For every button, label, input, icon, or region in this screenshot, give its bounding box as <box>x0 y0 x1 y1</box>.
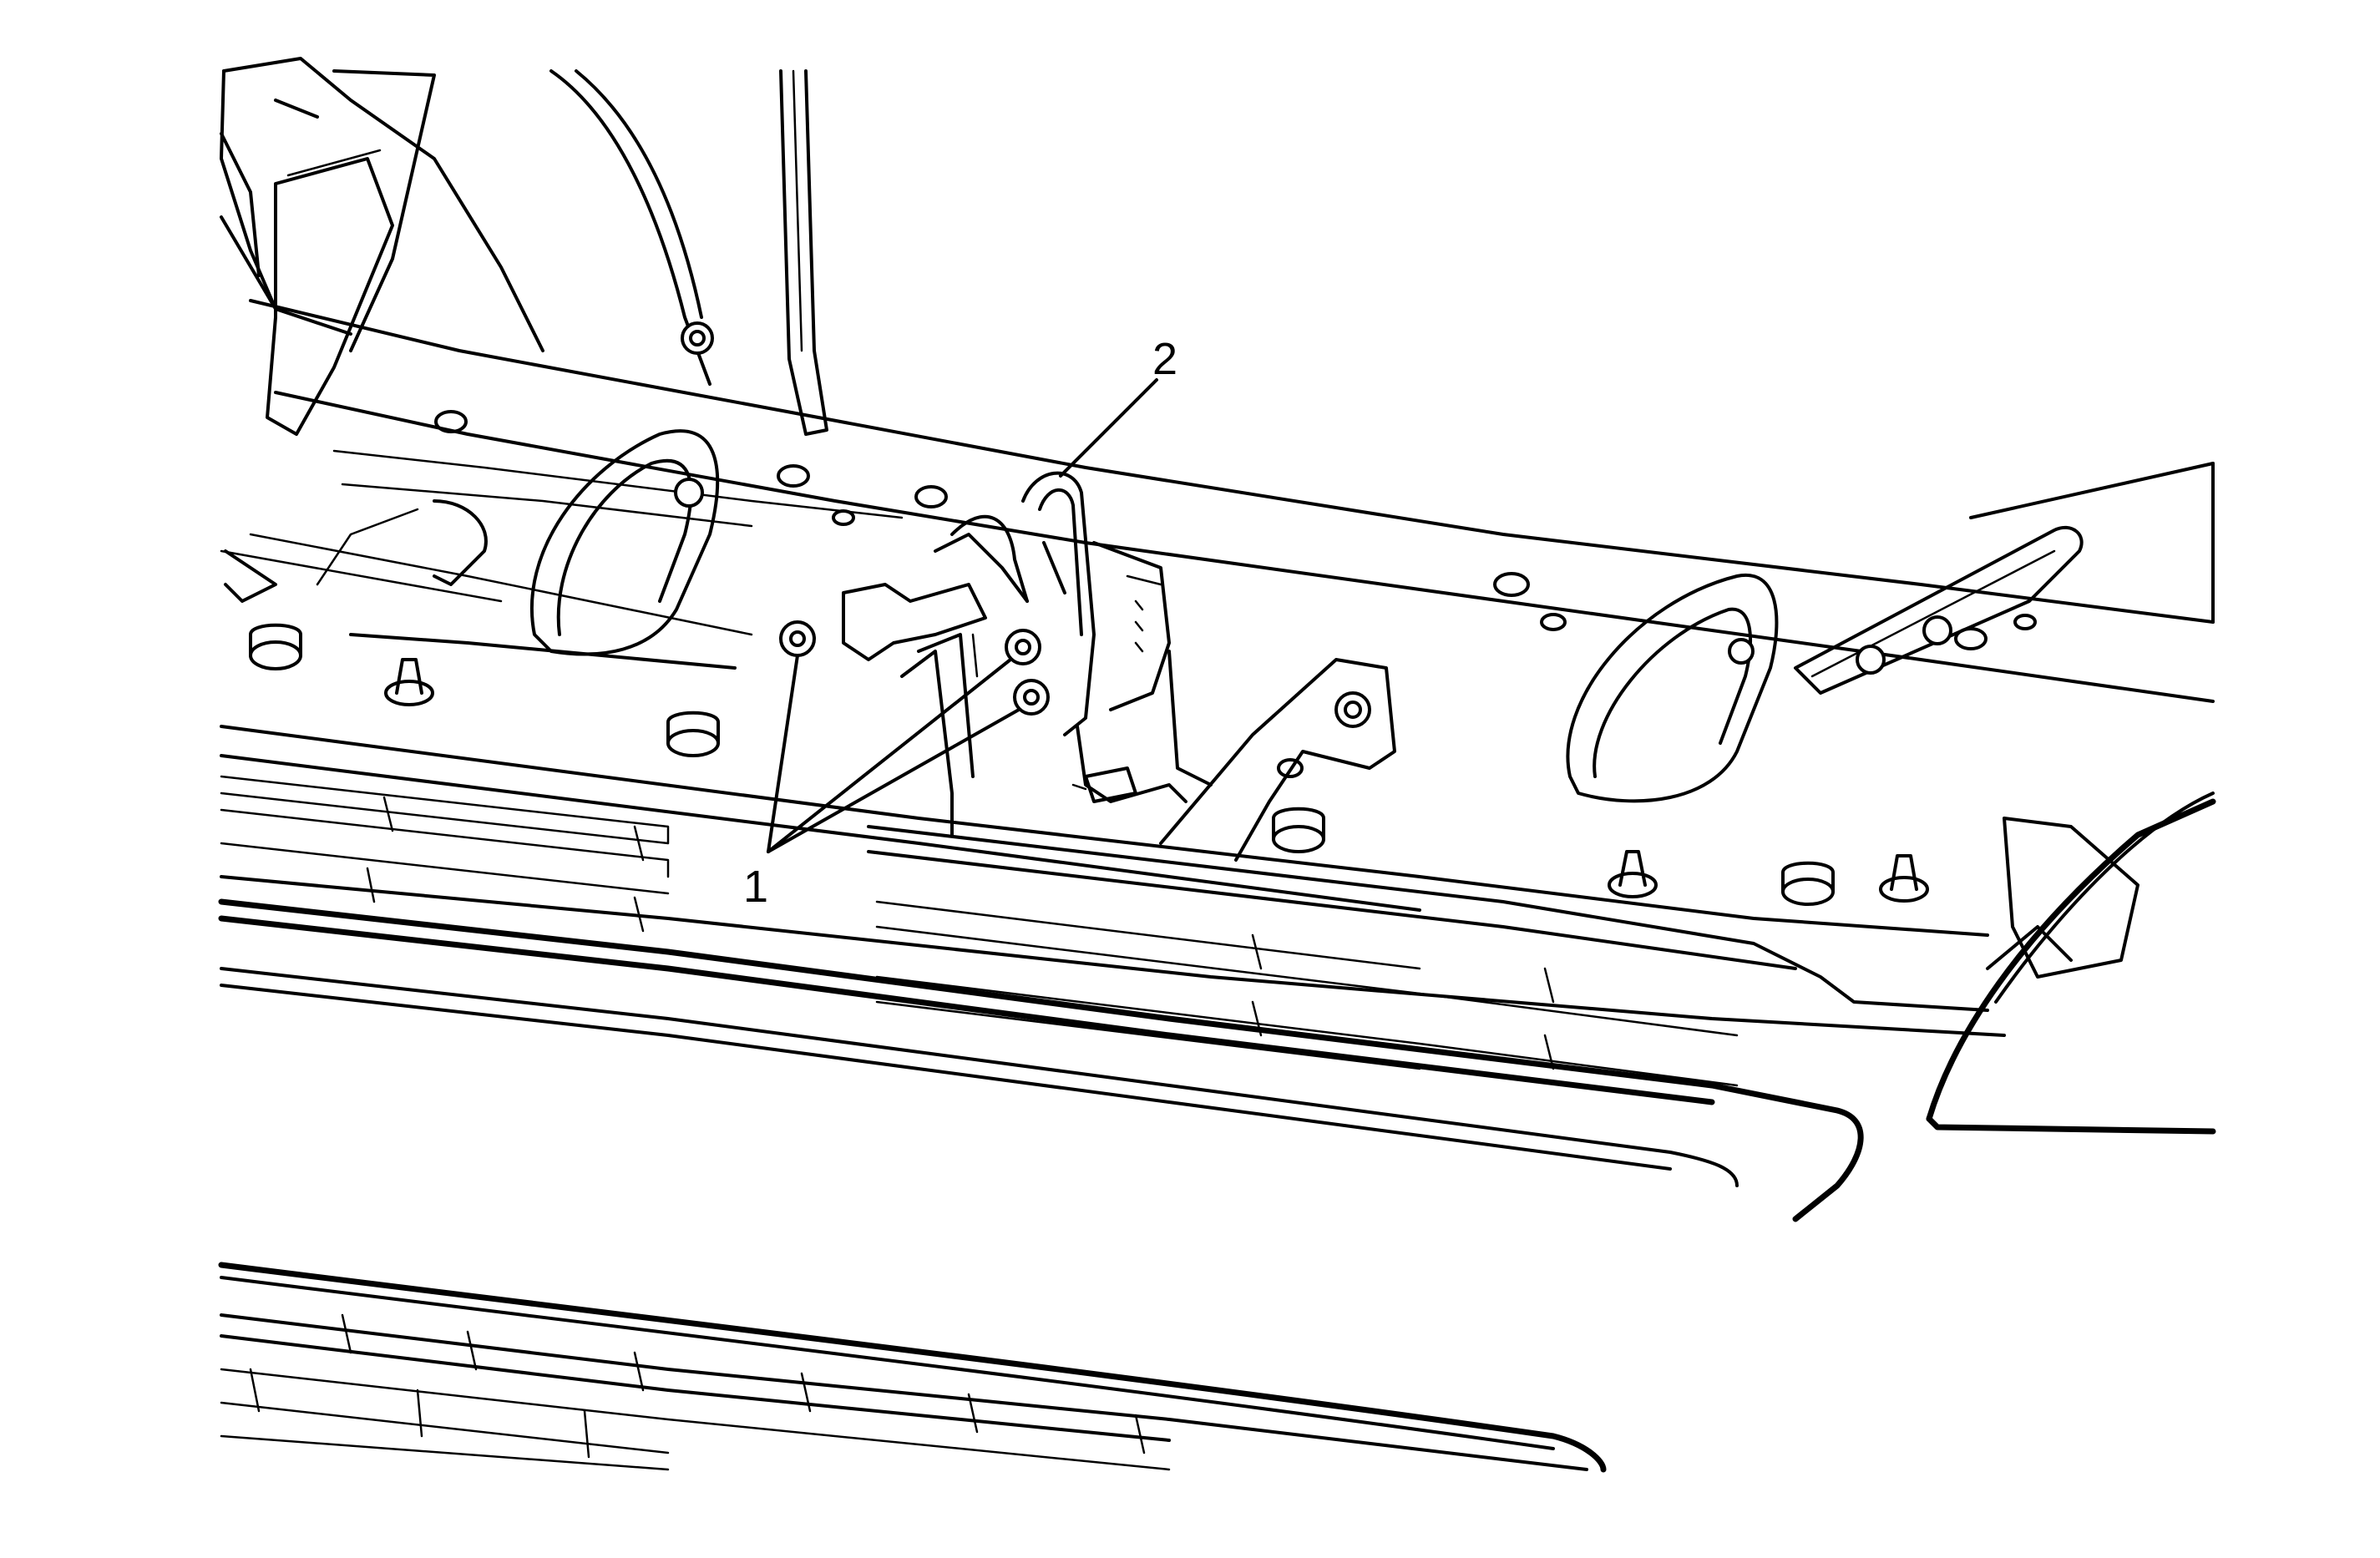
prop-bolt <box>681 321 714 355</box>
crossmember-holes <box>434 410 2037 650</box>
hood-prop-rod <box>779 69 828 436</box>
hood-latch-assembly <box>842 471 1213 837</box>
right-headlamp <box>1926 792 2216 1135</box>
grille-upper <box>218 725 2006 1222</box>
radiator-support-upper <box>220 299 2215 703</box>
callout-leaders <box>767 378 1158 853</box>
callout-label-1: 1 <box>743 862 768 912</box>
left-hood-loop-bracket <box>529 429 720 656</box>
hood-bumper-stops <box>249 623 1929 906</box>
center-right-bracket <box>1159 658 1396 862</box>
grille-slats <box>220 775 1739 1087</box>
grille-lower <box>218 1262 1607 1473</box>
left-fender-arch <box>549 69 711 386</box>
right-support-arm <box>1794 525 2084 695</box>
latch-release-cable-end <box>1071 766 1137 803</box>
left-support-strut <box>220 57 544 436</box>
callout-label-2: 2 <box>1152 334 1177 384</box>
left-clip-details <box>224 499 737 670</box>
right-hood-loop-bracket <box>1566 573 1779 803</box>
